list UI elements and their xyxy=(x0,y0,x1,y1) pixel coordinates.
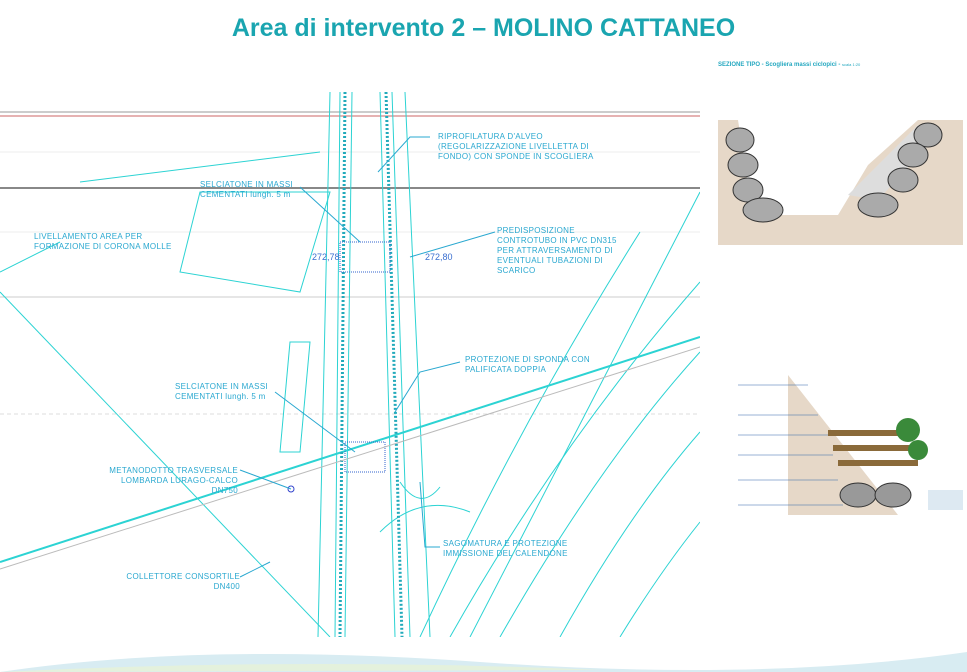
section-title-text: SEZIONE TIPO - Scogliera massi ciclopici… xyxy=(718,62,841,68)
label-metanodotto: METANODOTTO TRASVERSALE LOMBARDA LURAGO-… xyxy=(109,466,238,495)
slide-title: Area di intervento 2 – MOLINO CATTANEO xyxy=(231,14,736,42)
plan-linework xyxy=(0,92,700,637)
section-scogliera-drawing xyxy=(718,120,963,245)
elevation-left: 272,78 xyxy=(312,252,340,262)
section-title: SEZIONE TIPO - Scogliera massi ciclopici… xyxy=(718,62,860,68)
label-selciatone-bottom: SELCIATONE IN MASSI CEMENTATI lungh. 5 m xyxy=(175,382,268,401)
label-riprofilatura: RIPROFILATURA D'ALVEO (REGOLARIZZAZIONE … xyxy=(438,132,594,161)
elevation-right: 272,80 xyxy=(425,252,453,262)
label-livellamento: LIVELLAMENTO AREA PER FORMAZIONE DI CORO… xyxy=(34,232,172,251)
label-protezione-sponda: PROTEZIONE DI SPONDA CON PALIFICATA DOPP… xyxy=(465,355,590,374)
label-predisposizione: PREDISPOSIZIONE CONTROTUBO IN PVC DN315 … xyxy=(497,226,617,275)
footer-decoration xyxy=(0,652,967,672)
section-palificata-drawing xyxy=(738,375,963,515)
label-collettore: COLLETTORE CONSORTILE DN400 xyxy=(126,572,240,591)
label-sagomatura: SAGOMATURA E PROTEZIONE IMMISSIONE DEL C… xyxy=(443,539,568,558)
cad-plan-drawing: RIPROFILATURA D'ALVEO (REGOLARIZZAZIONE … xyxy=(0,92,700,637)
label-selciatone-top: SELCIATONE IN MASSI CEMENTATI lungh. 5 m xyxy=(200,180,293,199)
section-scale: scala 1:20 xyxy=(842,62,861,67)
